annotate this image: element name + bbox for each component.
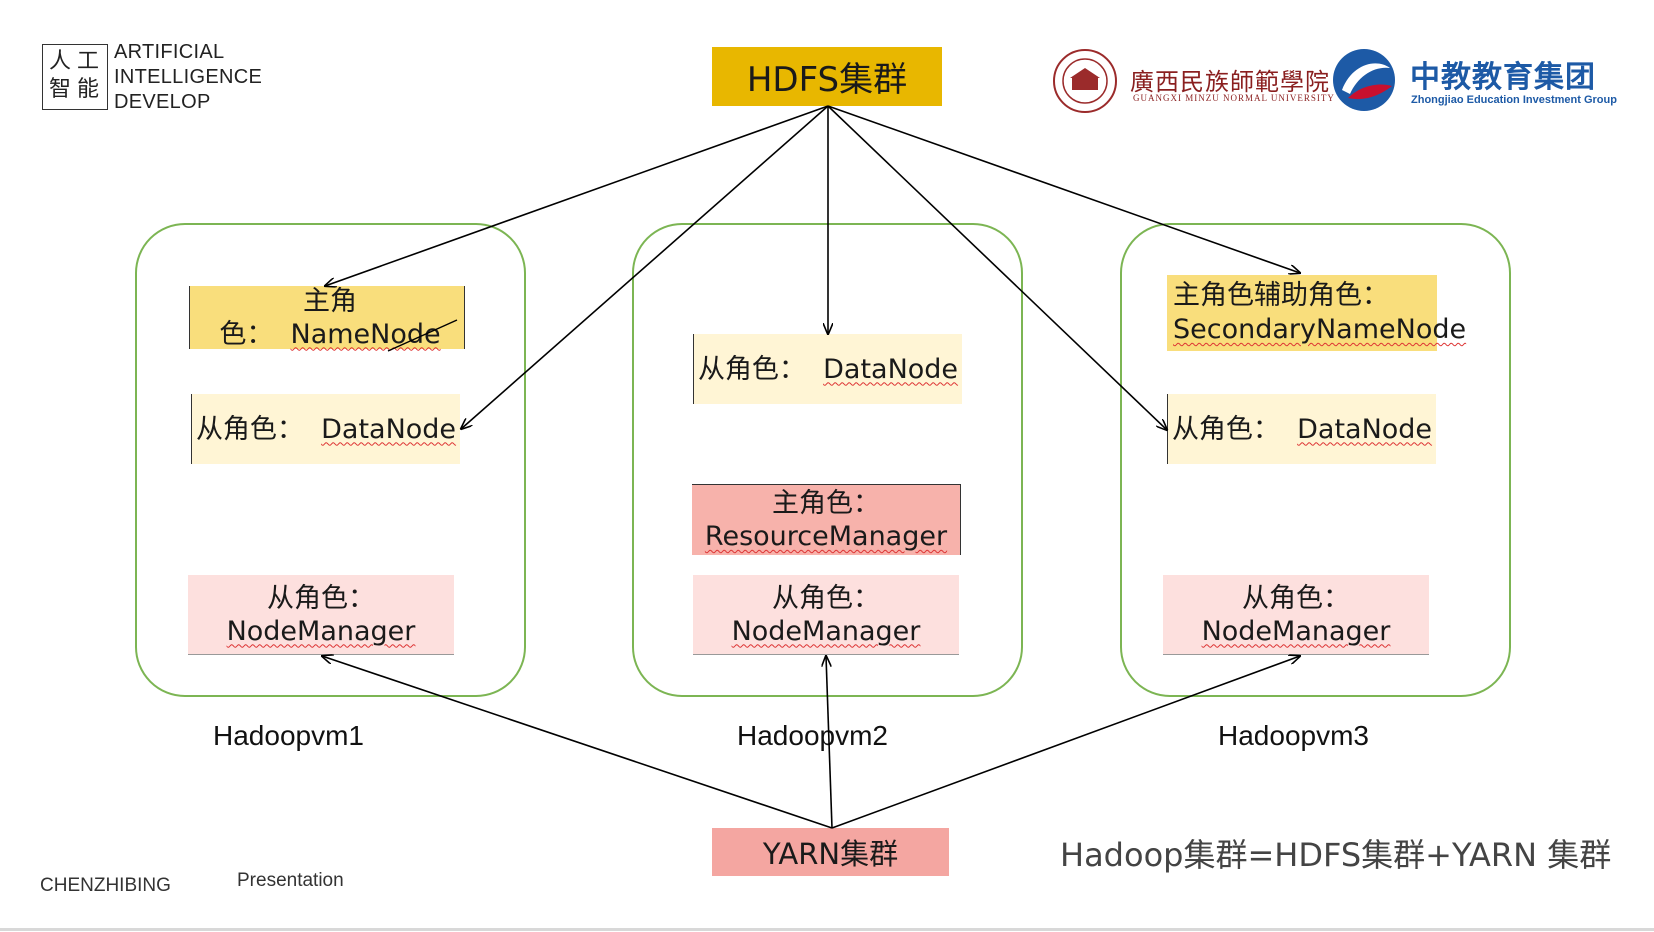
role-prefix: 从角色： xyxy=(772,582,880,614)
role-name: NameNode xyxy=(290,318,441,350)
university-name-cn: 廣西民族師範學院 xyxy=(1130,68,1330,96)
ai-logo-char: 人 xyxy=(49,49,72,74)
arrow-hdfs-namenode xyxy=(325,105,829,286)
group-name-cn: 中教教育集团 xyxy=(1410,60,1596,95)
role-nodemanager-2: 从角色： NodeManager xyxy=(693,575,959,655)
ai-logo-char: 工 xyxy=(77,49,100,74)
group-name-en: Zhongjiao Education Investment Group xyxy=(1411,94,1617,106)
role-datanode-2: 从角色： DataNode xyxy=(693,334,962,404)
role-name: DataNode xyxy=(321,413,457,445)
arrow-hdfs-datanode-3 xyxy=(827,105,1167,430)
machine-label-1: Hadoopvm1 xyxy=(213,720,364,751)
ai-logo-char: 能 xyxy=(77,77,100,102)
ai-logo-mark: 人 工 智 能 xyxy=(42,44,108,110)
arrow-hdfs-secondarynamenode xyxy=(827,105,1300,273)
role-nodemanager-1: 从角色： NodeManager xyxy=(188,575,454,655)
role-prefix: 从角色： xyxy=(195,413,304,445)
formula-text: Hadoop集群=HDFS集群+YARN 集群 xyxy=(1060,836,1612,874)
role-name: DataNode xyxy=(1297,413,1433,445)
footer-author: CHENZHIBING xyxy=(40,875,171,896)
role-prefix: 从角色： xyxy=(1242,582,1350,614)
university-logo xyxy=(1050,48,1120,118)
group-emblem-icon xyxy=(1333,49,1395,111)
footer-presentation: Presentation xyxy=(237,870,344,891)
university-name-en: GUANGXI MINZU NORMAL UNIVERSITY xyxy=(1133,93,1335,103)
role-prefix: 从角色： xyxy=(697,353,806,385)
machine-label-2: Hadoopvm2 xyxy=(737,720,888,751)
role-secondarynamenode: 主角色辅助角色： SecondaryNameNode xyxy=(1167,275,1466,351)
role-prefix: 主角色： xyxy=(772,488,880,519)
role-resourcemanager: 主角色： ResourceManager xyxy=(692,484,961,555)
role-name: ResourceManager xyxy=(704,521,948,552)
role-datanode-1: 从角色： DataNode xyxy=(191,394,460,464)
role-name: NodeManager xyxy=(731,615,921,647)
arrow-yarn-nodemanager-1 xyxy=(322,656,833,829)
footer-divider xyxy=(0,928,1654,931)
role-name: DataNode xyxy=(823,353,959,385)
role-name: SecondaryNameNode xyxy=(1173,314,1467,345)
role-prefix: 从角色： xyxy=(267,582,375,614)
ai-logo-text: ARTIFICIAL INTELLIGENCE DEVELOP xyxy=(114,40,262,115)
role-prefix: 主角色： xyxy=(219,285,357,350)
hdfs-cluster-box: HDFS集群 xyxy=(712,47,942,106)
university-seal-icon xyxy=(1053,49,1117,113)
arrow-hdfs-datanode-1 xyxy=(461,105,829,429)
ai-logo-char: 智 xyxy=(49,77,72,102)
role-prefix: 主角色辅助角色： xyxy=(1173,280,1389,311)
ai-logo-line: ARTIFICIAL xyxy=(114,41,225,63)
ai-logo-line: INTELLIGENCE xyxy=(114,66,263,88)
machine-node-3 xyxy=(1120,223,1511,697)
yarn-cluster-box: YARN集群 xyxy=(712,828,949,876)
namenode-slash-mark xyxy=(387,319,458,352)
role-name: NodeManager xyxy=(226,615,416,647)
machine-node-1 xyxy=(135,223,526,697)
ai-logo-line: DEVELOP xyxy=(114,91,211,113)
role-prefix: 从角色： xyxy=(1171,413,1280,445)
arrow-yarn-nodemanager-3 xyxy=(831,656,1300,829)
arrow-yarn-nodemanager-2 xyxy=(826,656,833,829)
machine-label-3: Hadoopvm3 xyxy=(1218,720,1369,751)
role-namenode: 主角色： NameNode xyxy=(189,285,465,350)
group-logo xyxy=(1330,46,1398,118)
role-name: NodeManager xyxy=(1201,615,1391,647)
